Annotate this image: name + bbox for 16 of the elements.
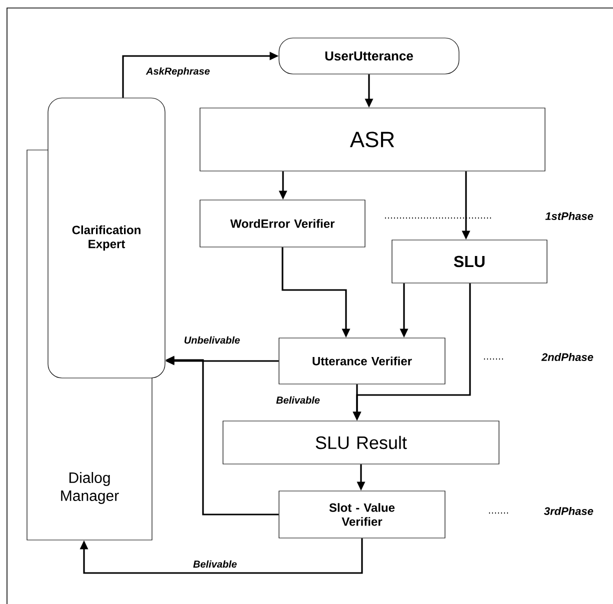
phase-label: 3rdPhase [544, 506, 594, 516]
phase-label: 2ndPhase [541, 352, 594, 362]
edge-label: Unbelivable [182, 335, 242, 345]
edge-label: Belivable [275, 395, 321, 405]
result-box: SLU Result [222, 420, 500, 464]
process-box: ASR [200, 108, 546, 172]
process-box: Utterance Verifier [278, 338, 446, 384]
arrow [80, 538, 363, 574]
edge-label: Belivable [192, 559, 238, 569]
process-box: Slot - Value Verifier [278, 490, 446, 538]
process-box: WordError Verifier [200, 200, 366, 248]
input-box: UserUtterance [278, 38, 460, 74]
phase-label: 1stPhase [545, 212, 594, 220]
process-box: SLU [392, 240, 548, 284]
expert-box: Clarification Expert [48, 98, 166, 378]
edge-label: AskRephrase [145, 66, 211, 78]
